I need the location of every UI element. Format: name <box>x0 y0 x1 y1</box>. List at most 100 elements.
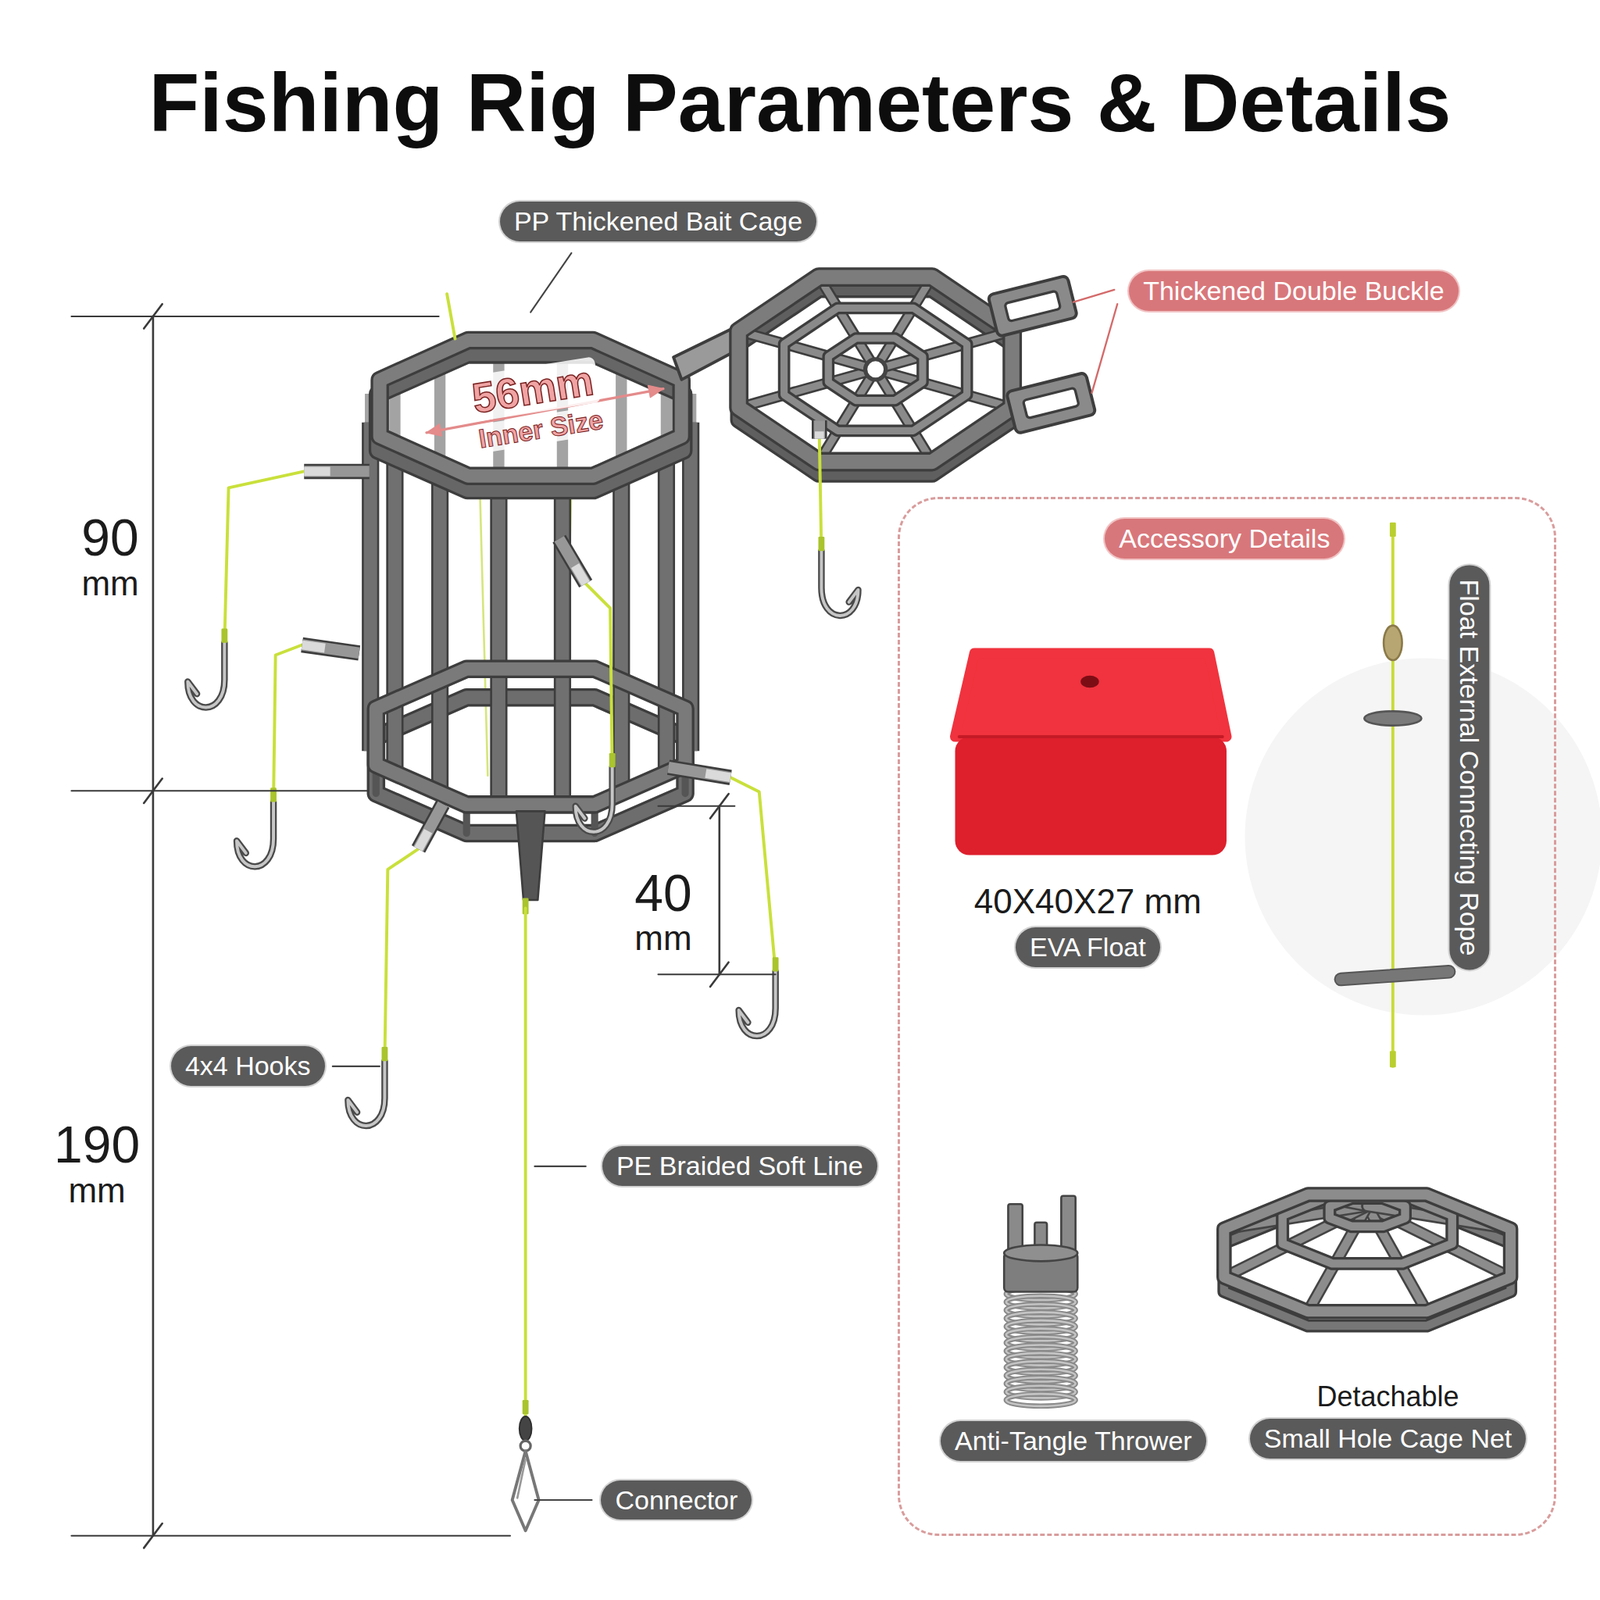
cage-bar <box>657 449 675 779</box>
part-label: Float External Connecting Rope <box>1449 564 1490 970</box>
buckle <box>1006 372 1097 435</box>
connecting-rope <box>1391 525 1395 1067</box>
extension-line <box>71 1535 511 1537</box>
accessory-panel: Accessory Details 40X40X27 mm EVA Float Flo… <box>897 496 1556 1536</box>
extension-line <box>657 973 775 975</box>
crimp <box>609 753 616 768</box>
dimension-tick <box>710 962 729 987</box>
net-web <box>1282 1195 1453 1264</box>
hook-line <box>446 293 455 339</box>
dimension-label: 190 mm <box>42 1117 152 1208</box>
hook-line <box>273 644 303 802</box>
leader-line <box>332 1065 380 1068</box>
dimension-line <box>152 316 155 1536</box>
eva-float <box>955 653 1227 737</box>
dimension-tick <box>143 778 163 804</box>
lid-rim <box>739 277 1013 462</box>
buckle <box>987 275 1078 338</box>
cage-bar <box>431 469 449 799</box>
label-text: Anti-Tangle Thrower <box>954 1425 1193 1458</box>
cage-bar <box>659 449 673 779</box>
net-web <box>1282 1195 1453 1264</box>
label-text: PE Braided Soft Line <box>616 1150 864 1183</box>
label-text: Float External Connecting Rope <box>1453 578 1486 956</box>
buckle <box>1006 372 1097 435</box>
hook-arm <box>418 803 443 849</box>
hook <box>347 1060 385 1126</box>
label-text: Connector <box>614 1484 738 1517</box>
buckle-slot <box>1023 387 1080 418</box>
part-label: PP Thickened Bait Cage <box>500 201 817 242</box>
hook-line <box>730 777 775 972</box>
crimp <box>1389 1050 1397 1068</box>
lid-rim <box>739 277 1013 462</box>
cage-bar <box>433 469 447 799</box>
crimp <box>381 1046 388 1061</box>
swivel-ring <box>520 1440 531 1451</box>
accessory-label: 40X40X27 mm EVA Float <box>974 882 1202 968</box>
eva-float-edge <box>959 735 1223 739</box>
cage-bar <box>489 480 508 810</box>
hook-arm <box>303 464 370 480</box>
diagram-title: Fishing Rig Parameters & Details <box>149 55 1452 151</box>
cage-rim <box>379 340 682 477</box>
cage-rim <box>379 340 682 477</box>
backdrop-circle <box>1244 657 1600 1015</box>
crimp <box>772 957 779 972</box>
leader-line <box>534 1499 592 1501</box>
hook <box>575 767 613 833</box>
rope-bead <box>1383 625 1403 661</box>
leader-line <box>1073 289 1115 303</box>
hook-arm <box>811 420 828 440</box>
hook <box>739 971 776 1036</box>
hook-arm <box>705 773 731 778</box>
hook-arm <box>418 803 443 849</box>
cage-bar <box>385 449 404 779</box>
cage-bar <box>612 469 630 799</box>
label-text: Thickened Double Buckle <box>1142 275 1445 308</box>
hook-arm <box>302 644 325 648</box>
dimension-line <box>718 806 722 975</box>
hook-arm <box>302 644 360 653</box>
lid-web <box>784 307 968 431</box>
leader-line <box>530 253 572 313</box>
hook <box>187 642 225 708</box>
hook <box>821 550 858 616</box>
hook <box>187 642 225 708</box>
part-label: Connector <box>600 1480 752 1521</box>
hook-arm <box>559 539 586 584</box>
hook <box>236 802 274 868</box>
label-text: PP Thickened Bait Cage <box>514 205 803 238</box>
crimp <box>1389 522 1397 537</box>
hook-arm <box>303 465 370 477</box>
crimp <box>221 628 228 643</box>
hook-line <box>585 583 613 768</box>
part-label: Thickened Double Buckle <box>1128 271 1459 311</box>
hook-arm <box>814 420 825 440</box>
eva-float-hole <box>1080 675 1100 689</box>
panel-heading: Accessory Details <box>1104 518 1344 559</box>
hook-arm <box>303 467 330 477</box>
cage-bar <box>492 480 506 810</box>
rig-drawing <box>71 253 1600 1548</box>
hook-arm <box>575 565 586 584</box>
thrower-collar <box>1003 1244 1078 1261</box>
crimp <box>270 787 277 802</box>
net-web <box>1329 1198 1406 1227</box>
hook-arm <box>302 644 360 653</box>
spring-coil <box>1006 1393 1076 1407</box>
hook-line <box>479 479 488 776</box>
crimp <box>818 536 825 551</box>
label-text: EVA Float <box>1015 927 1161 968</box>
swivel <box>519 1416 533 1441</box>
lid-web <box>784 307 968 431</box>
hook-arm <box>668 767 732 778</box>
buckle <box>987 275 1078 338</box>
spec-text: 40X40X27 mm <box>974 882 1202 922</box>
label-text: 4x4 Hooks <box>185 1050 311 1083</box>
cage-spike <box>516 810 546 900</box>
hook-arm <box>814 431 825 439</box>
part-label: PE Braided Soft Line <box>602 1146 878 1186</box>
hook <box>347 1060 385 1126</box>
